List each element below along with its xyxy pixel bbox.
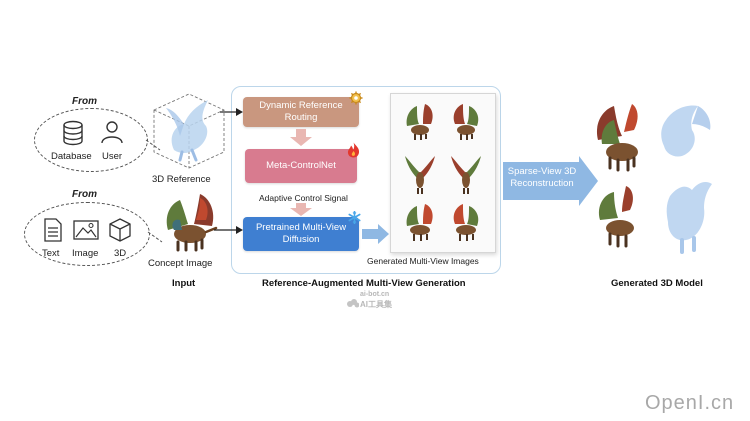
generated-views-panel (390, 93, 496, 253)
watermark-small-url: ai-bot.cn (360, 291, 390, 298)
image-label: Image (72, 248, 99, 259)
multi-view-birds (405, 104, 481, 241)
database-label: Database (51, 151, 92, 162)
bubble-connectors (145, 139, 163, 243)
adaptive-control-signal-label: Adaptive Control Signal (259, 193, 348, 203)
from-label-top: From (72, 96, 97, 107)
view-6 (453, 204, 479, 241)
text-doc-icon (43, 218, 63, 242)
gear-icon (349, 91, 363, 105)
dynamic-reference-routing-box: Dynamic Reference Routing (243, 97, 359, 127)
output-caption: Generated 3D Model (611, 278, 703, 289)
view-4 (451, 156, 481, 194)
cube-icon (109, 218, 131, 242)
routing-label: Dynamic Reference Routing (259, 100, 343, 123)
input-to-routing-arrow (214, 108, 243, 234)
concept-image-label: Concept Image (148, 258, 213, 269)
view-2 (453, 104, 479, 140)
gray-model-top (661, 105, 711, 157)
meta-controlnet-box: Meta-ControlNet (245, 149, 357, 183)
view-1 (406, 104, 433, 140)
routing-to-controlnet-arrow (289, 129, 313, 147)
view-5 (406, 204, 433, 241)
database-icon (62, 120, 84, 146)
flame-icon (347, 142, 360, 158)
3d-reference-thumbnail (144, 88, 234, 172)
3d-reference-label: 3D Reference (152, 174, 211, 185)
from-label-bottom: From (72, 189, 97, 200)
source-bubble-bottom (24, 202, 150, 266)
source-bubble-top (34, 108, 148, 172)
view-3 (405, 156, 435, 194)
3d-label: 3D (114, 248, 127, 259)
watermark-site: OpenI.cn (645, 392, 735, 414)
generated-views-label: Generated Multi-View Images (367, 256, 479, 266)
user-icon (100, 120, 124, 144)
text-label: Text (42, 248, 60, 259)
diffusion-label: Pretrained Multi-View Diffusion (255, 222, 347, 245)
diffusion-to-views-arrow (362, 224, 390, 244)
controlnet-label: Meta-ControlNet (266, 160, 336, 171)
controlnet-to-diffusion-arrow (289, 203, 313, 217)
reconstruction-label: Sparse-View 3D Reconstruction (507, 166, 577, 189)
watermark-small-name: AI工具集 (360, 300, 392, 309)
gray-model-bottom (666, 182, 712, 254)
textured-model-top (596, 104, 638, 172)
snowflake-icon (348, 210, 361, 225)
concept-image-thumbnail (160, 190, 220, 252)
pretrained-multi-view-diffusion-box: Pretrained Multi-View Diffusion (243, 217, 359, 251)
textured-model-bottom (598, 186, 634, 248)
reconstruction-arrow (503, 156, 599, 206)
generation-caption: Reference-Augmented Multi-View Generatio… (262, 278, 466, 289)
watermark-logo-icon (347, 295, 360, 308)
input-caption: Input (172, 278, 196, 289)
generated-3d-model-render (594, 100, 724, 260)
image-icon (73, 220, 99, 240)
user-label: User (102, 151, 123, 162)
